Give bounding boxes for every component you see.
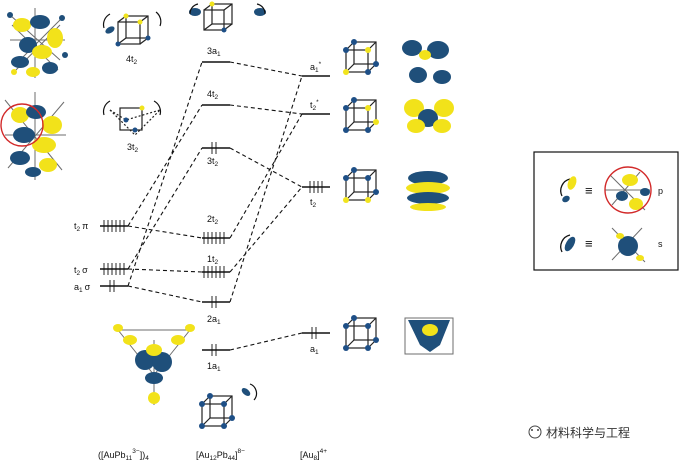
level-label-2a1: 2a1: [207, 314, 221, 326]
orbital-cluster-bottom-left: [113, 324, 195, 405]
schematic-label-4t2: 4t2: [126, 54, 138, 66]
orbital-cluster-mid-left: [0, 92, 66, 180]
right-levels: a1* t2* t2 a1: [302, 61, 330, 356]
legend-equiv-p: ≡: [585, 183, 593, 198]
legend-highlight-circle: [604, 166, 652, 214]
orbital-schematic-4t2: 4t2: [102, 11, 162, 66]
legend-label-s: s: [658, 239, 663, 249]
level-label-1t2: 1t2: [207, 254, 219, 266]
right-orbitals: [343, 39, 454, 355]
level-label-4t2: 4t2: [207, 89, 219, 101]
watermark-text: 材料科学与工程: [546, 425, 630, 440]
level-label-3t2: 3t2: [207, 156, 219, 168]
orbital-cluster-top-left: [7, 8, 68, 78]
column-label-left: ([AuPb113−])4: [98, 448, 149, 462]
column-label-right: [Au8]4+: [300, 448, 327, 462]
schematic-label-3t2: 3t2: [127, 142, 139, 154]
legend-label-p: p: [658, 186, 663, 196]
level-label-a1star: a1*: [310, 61, 322, 74]
level-label-a1: a1: [310, 344, 319, 356]
level-label-3a1: 3a1: [207, 46, 221, 58]
level-label-2t2: 2t2: [207, 214, 219, 226]
level-label-t2star: t2*: [310, 99, 319, 112]
legend-box: ≡ p ≡ s: [533, 151, 679, 271]
correlation-lines: [127, 61, 303, 351]
level-label-t2: t2: [310, 197, 317, 209]
column-label-middle: [Au12Pb44]8−: [196, 448, 245, 462]
orbital-schematic-3a1: [189, 1, 266, 33]
orbital-schematic-bottom-middle: [199, 383, 258, 429]
highlight-circle: [0, 103, 44, 147]
orbital-schematic-3t2: 3t2: [102, 100, 162, 154]
middle-levels: 3a1 4t2 3t2 2t2 1t2 2a1 1a1: [202, 46, 230, 373]
legend-equiv-s: ≡: [585, 236, 593, 251]
level-label-1a1: 1a1: [207, 361, 221, 373]
watermark: 材料科学与工程: [528, 425, 630, 440]
